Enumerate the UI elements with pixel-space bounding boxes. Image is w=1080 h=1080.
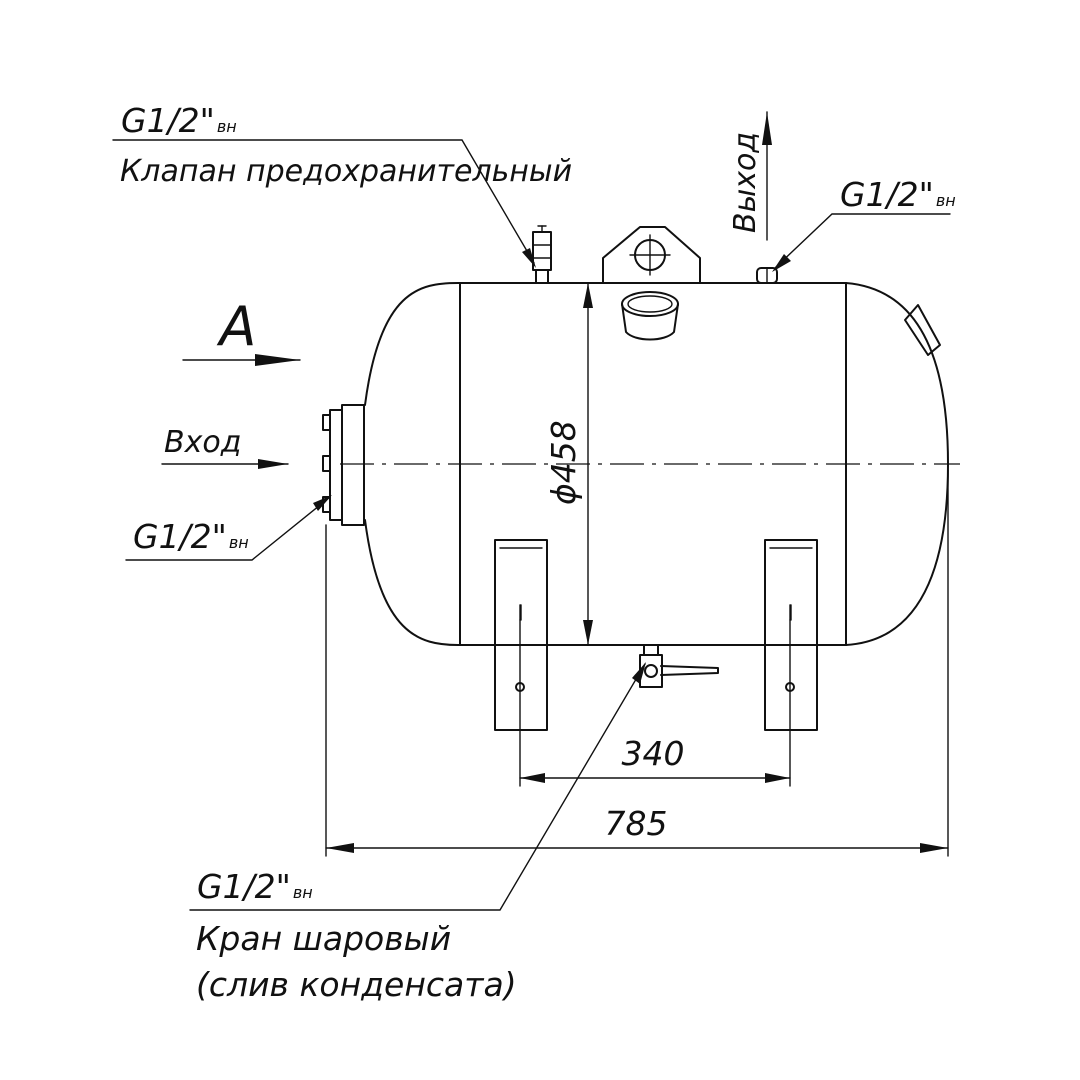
support-spacing-dimension xyxy=(519,619,791,787)
support-spacing-value: 340 xyxy=(622,734,685,773)
leader-drain-valve xyxy=(189,662,646,911)
overall-length-value: 785 xyxy=(605,804,668,843)
safety-valve-thread: G1/2"вн xyxy=(121,101,237,140)
support-left xyxy=(494,539,548,731)
inlet-thread: G1/2"вн xyxy=(133,517,249,556)
outlet-label-group: Выход xyxy=(728,132,763,233)
tank-body xyxy=(340,282,960,646)
gauge-nozzle xyxy=(904,304,941,356)
drain-valve xyxy=(639,644,719,688)
view-a-arrow xyxy=(182,354,301,366)
drain-valve-label-1: Кран шаровый xyxy=(196,919,451,958)
outlet-thread: G1/2"вн xyxy=(840,175,956,214)
drain-valve-thread: G1/2"вн xyxy=(197,867,313,906)
outlet-label: Выход xyxy=(728,132,763,233)
leader-safety-valve xyxy=(112,139,536,268)
outlet-arrow xyxy=(762,111,772,241)
leader-outlet-thread xyxy=(772,213,951,272)
leader-inlet-thread xyxy=(125,495,332,561)
diameter-value: ϕ458 xyxy=(544,420,583,505)
drain-valve-label-2: (слив конденсата) xyxy=(196,965,517,1004)
support-right xyxy=(764,539,818,731)
inlet-arrow xyxy=(161,459,289,469)
safety-valve-label: Клапан предохранительный xyxy=(120,154,572,189)
view-label: A xyxy=(217,295,257,358)
inlet-flange xyxy=(322,404,365,526)
inlet-label: Вход xyxy=(164,425,241,460)
lifting-lug xyxy=(602,226,701,284)
safety-valve xyxy=(532,225,552,284)
inspection-port xyxy=(621,291,679,341)
overall-length-dimension xyxy=(325,469,949,857)
diameter-dimension xyxy=(583,282,593,646)
outlet-fitting xyxy=(756,267,778,284)
